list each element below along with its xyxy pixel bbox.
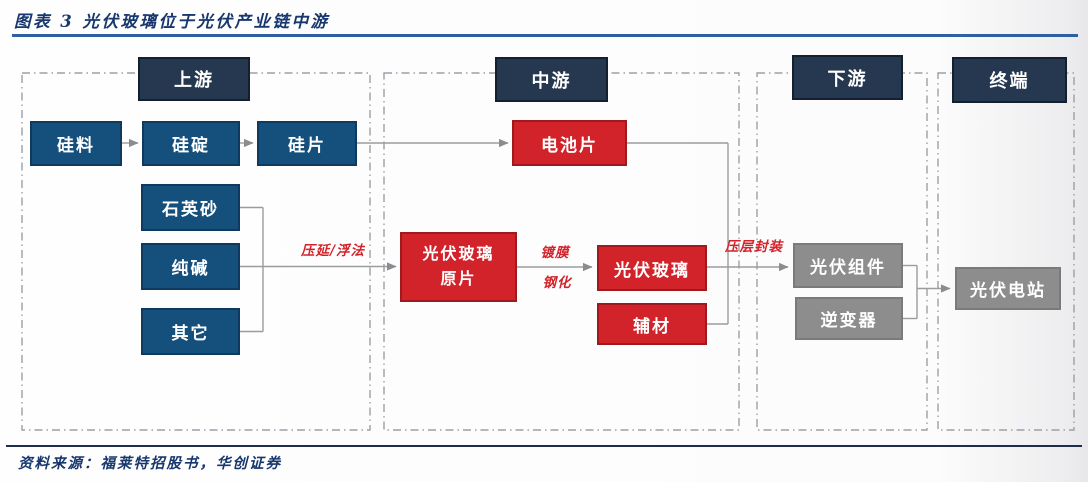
footer-rule bbox=[6, 445, 1082, 447]
terminal-region-border bbox=[937, 72, 1075, 431]
node-inverter-label: 逆变器 bbox=[820, 311, 878, 331]
section-header-upstream: 上游 bbox=[138, 57, 250, 101]
node-pv-module-label: 光伏组件 bbox=[810, 258, 886, 278]
node-solar-cell: 电池片 bbox=[512, 120, 627, 166]
edge-label-tempering: 钢化 bbox=[542, 275, 572, 291]
node-silicon-material: 硅料 bbox=[30, 121, 122, 166]
node-silicon-ingot: 硅碇 bbox=[142, 121, 240, 166]
edge-label-calendering-float: 压延/浮法 bbox=[301, 243, 365, 259]
node-pv-glass-raw-line1: 光伏玻璃 bbox=[422, 244, 495, 264]
node-auxiliary-materials-label: 辅材 bbox=[633, 316, 671, 337]
node-silicon-wafer-label: 硅片 bbox=[288, 136, 326, 156]
node-silicon-wafer: 硅片 bbox=[257, 121, 357, 166]
edge-label-lamination-packaging: 压层封装 bbox=[725, 239, 783, 255]
title-underline bbox=[12, 34, 1078, 37]
section-header-downstream: 下游 bbox=[792, 55, 903, 100]
node-pv-glass-label: 光伏玻璃 bbox=[614, 260, 690, 281]
section-header-terminal-label: 终端 bbox=[989, 71, 1030, 92]
node-solar-cell-label: 电池片 bbox=[541, 135, 598, 156]
node-quartz-sand: 石英砂 bbox=[141, 184, 240, 231]
section-header-midstream-label: 中游 bbox=[531, 70, 572, 92]
section-header-midstream: 中游 bbox=[495, 57, 608, 102]
downstream-region-border bbox=[756, 72, 928, 431]
node-silicon-material-label: 硅料 bbox=[57, 136, 95, 156]
section-header-upstream-label: 上游 bbox=[174, 70, 214, 91]
node-pv-glass-raw-line2: 原片 bbox=[440, 269, 477, 288]
node-silicon-ingot-label: 硅碇 bbox=[172, 136, 210, 156]
node-auxiliary-materials: 辅材 bbox=[597, 303, 707, 345]
node-others: 其它 bbox=[141, 308, 240, 355]
node-quartz-sand-label: 石英砂 bbox=[162, 200, 219, 220]
figure-title: 图表 3 光伏玻璃位于光伏产业链中游 bbox=[14, 12, 330, 31]
node-others-label: 其它 bbox=[171, 324, 210, 344]
node-soda-ash: 纯碱 bbox=[141, 243, 240, 290]
node-pv-glass-raw: 光伏玻璃 原片 bbox=[400, 232, 517, 302]
section-header-downstream-label: 下游 bbox=[827, 68, 868, 90]
section-header-terminal: 终端 bbox=[952, 57, 1067, 103]
source-note: 资料来源：福莱特招股书，华创证券 bbox=[18, 455, 282, 472]
node-pv-glass: 光伏玻璃 bbox=[597, 245, 707, 291]
node-pv-power-station-label: 光伏电站 bbox=[970, 281, 1046, 301]
node-inverter: 逆变器 bbox=[795, 297, 903, 340]
node-pv-power-station: 光伏电站 bbox=[955, 267, 1061, 310]
node-soda-ash-label: 纯碱 bbox=[171, 259, 210, 279]
node-pv-module: 光伏组件 bbox=[793, 243, 903, 288]
edge-label-coating: 镀膜 bbox=[540, 245, 570, 261]
upstream-region-border bbox=[21, 72, 371, 431]
